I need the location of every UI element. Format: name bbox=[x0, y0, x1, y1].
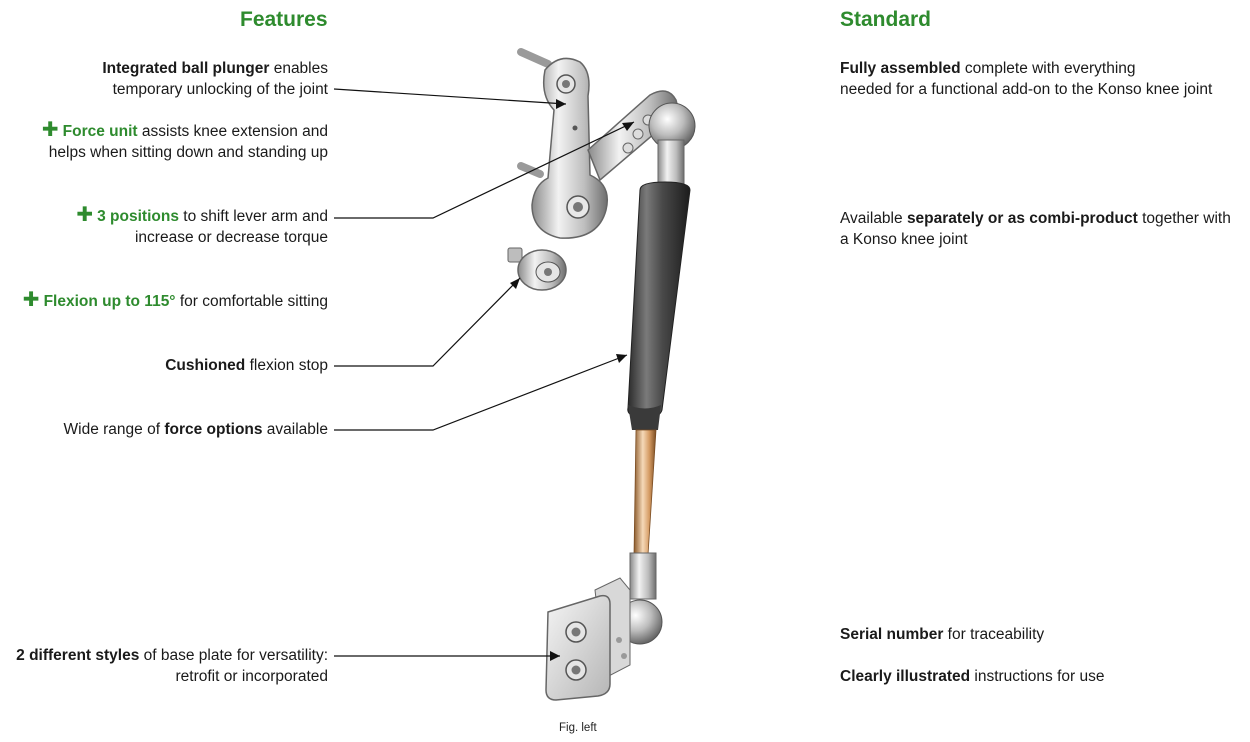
standard-text: complete with everything bbox=[960, 60, 1136, 77]
leader-arrowheads bbox=[510, 99, 634, 661]
base-plate bbox=[545, 577, 631, 701]
standard-bold-text: separately or as combi-product bbox=[906, 210, 1138, 227]
standard-serial-number: Serial number for traceability bbox=[840, 624, 1044, 645]
feature-text-line2: temporary unlocking of the joint bbox=[112, 81, 328, 98]
standard-heading: Standard bbox=[840, 8, 932, 31]
standard-text: together with bbox=[1137, 210, 1231, 227]
standard-availability: Available separately or as combi-product… bbox=[840, 208, 1231, 250]
standard-fully-assembled: Fully assembled complete with everything… bbox=[840, 58, 1212, 100]
feature-text: of base plate for versatility: bbox=[139, 647, 328, 664]
feature-green-text: 3 positions bbox=[97, 208, 179, 225]
feature-text: available bbox=[262, 421, 328, 438]
standard-bold-text: Clearly illustrated bbox=[840, 668, 971, 685]
feature-text-line2: retrofit or incorporated bbox=[175, 668, 329, 685]
leader-lines bbox=[333, 88, 635, 657]
standard-text: instructions for use bbox=[970, 668, 1105, 685]
feature-bold-text: Integrated ball plunger bbox=[102, 60, 270, 77]
feature-green-text: Flexion up to 115° bbox=[43, 293, 176, 310]
standard-instructions: Clearly illustrated instructions for use bbox=[840, 666, 1104, 687]
feature-bold-text: force options bbox=[164, 421, 263, 438]
feature-bold-text: Cushioned bbox=[165, 357, 246, 374]
feature-text: enables bbox=[269, 60, 328, 77]
feature-flexion: ✚Flexion up to 115° for comfortable sitt… bbox=[22, 289, 328, 312]
standard-text-line2: needed for a functional add-on to the Ko… bbox=[840, 81, 1213, 98]
feature-3-positions: ✚3 positions to shift lever arm and incr… bbox=[76, 204, 328, 248]
figure-caption: Fig. left bbox=[559, 722, 597, 734]
feature-text: to shift lever arm and bbox=[178, 208, 328, 225]
standard-text-line2: a Konso knee joint bbox=[840, 231, 968, 248]
flexion-stop-part bbox=[507, 247, 567, 291]
plus-icon: ✚ bbox=[76, 204, 94, 226]
feature-text-pre: Wide range of bbox=[63, 421, 165, 438]
feature-base-plate: 2 different styles of base plate for ver… bbox=[16, 645, 328, 687]
standard-text: for traceability bbox=[943, 626, 1045, 643]
feature-text: flexion stop bbox=[245, 357, 328, 374]
feature-force-unit: ✚Force unit assists knee extension and h… bbox=[41, 119, 328, 163]
plus-icon: ✚ bbox=[22, 289, 40, 311]
plus-icon: ✚ bbox=[41, 119, 59, 141]
feature-green-text: Force unit bbox=[62, 123, 138, 140]
feature-text-line2: helps when sitting down and standing up bbox=[48, 144, 328, 161]
feature-bold-text: 2 different styles bbox=[16, 647, 140, 664]
force-unit bbox=[617, 102, 696, 645]
standard-bold-text: Fully assembled bbox=[840, 60, 961, 77]
feature-ball-plunger: Integrated ball plunger enables temporar… bbox=[102, 58, 328, 100]
features-heading: Features bbox=[240, 8, 328, 31]
standard-text-pre: Available bbox=[840, 210, 907, 227]
feature-force-options: Wide range of force options available bbox=[64, 419, 328, 440]
feature-text: assists knee extension and bbox=[137, 123, 328, 140]
feature-cushioned: Cushioned flexion stop bbox=[165, 355, 328, 376]
feature-text-line2: increase or decrease torque bbox=[134, 229, 328, 246]
standard-bold-text: Serial number bbox=[840, 626, 944, 643]
feature-text: for comfortable sitting bbox=[175, 293, 328, 310]
